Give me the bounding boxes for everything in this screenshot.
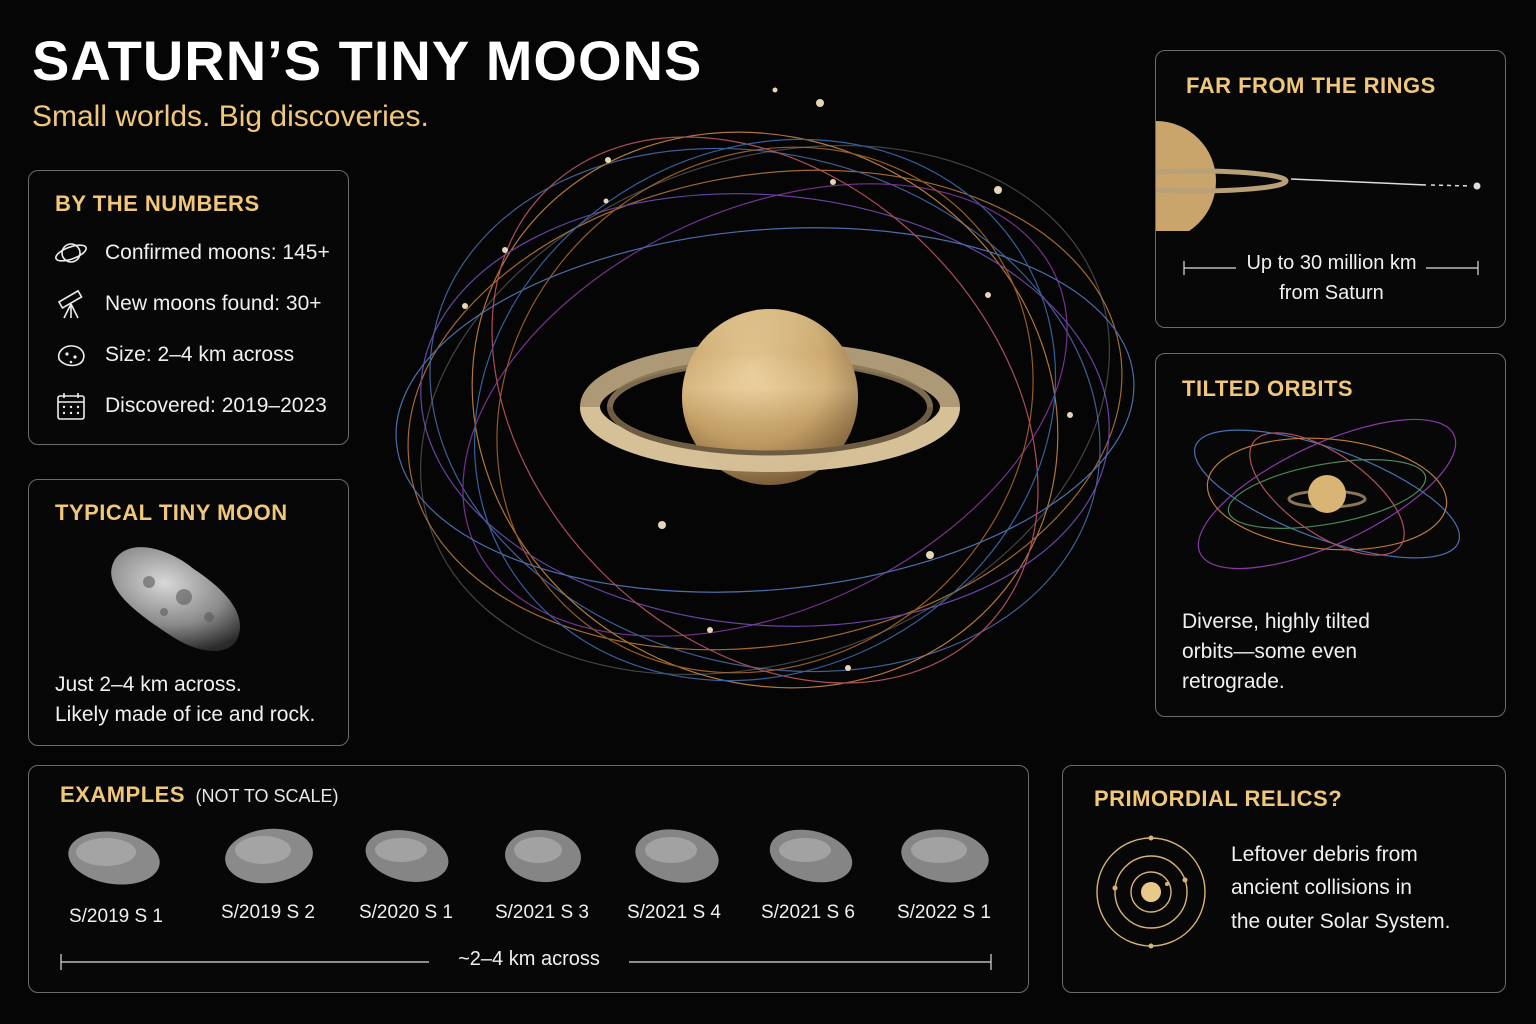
moon-dots (462, 87, 1073, 671)
far-from-rings-panel: FAR FROM THE RINGS Up to 30 million km f… (1155, 50, 1506, 328)
saturn-icon (55, 243, 87, 263)
relics-line-1: Leftover debris from (1231, 843, 1418, 866)
example-moon-label: S/2020 S 1 (358, 902, 454, 923)
examples-note: (NOT TO SCALE) (195, 786, 339, 806)
stat-row-discovered: Discovered: 2019–2023 (53, 388, 327, 424)
page-subtitle: Small worlds. Big discoveries. (32, 100, 429, 133)
example-moon-label: S/2021 S 3 (494, 902, 590, 923)
tilted-line-1: Diverse, highly tilted (1182, 610, 1370, 633)
example-moon-label: S/2019 S 1 (68, 906, 164, 927)
stat-label: Discovered: 2019–2023 (105, 394, 327, 417)
calendar-icon (57, 393, 85, 420)
typical-line-2: Likely made of ice and rock. (55, 703, 316, 726)
orbit-lines (395, 131, 1135, 689)
example-moon-6 (769, 829, 853, 883)
stat-label: Size: 2–4 km across (105, 343, 295, 366)
primordial-relics-panel: PRIMORDIAL RELICS? Leftover debris from … (1062, 765, 1506, 993)
typical-line-1: Just 2–4 km across. (55, 673, 242, 696)
example-moon-label: S/2021 S 4 (626, 902, 722, 923)
tilted-line-2: orbits—some even (1182, 640, 1358, 663)
example-moon-3 (365, 830, 449, 882)
page-title: SATURN’S TINY MOONS (32, 29, 703, 92)
saturn-planet (580, 309, 960, 485)
example-moon-label: S/2021 S 6 (760, 902, 856, 923)
example-moon-label: S/2022 S 1 (896, 902, 992, 923)
solar-system-icon (1096, 835, 1206, 949)
example-moon-5 (635, 829, 719, 883)
telescope-icon (57, 289, 83, 319)
example-moon-2 (225, 828, 313, 884)
stat-row-size: Size: 2–4 km across (53, 337, 294, 373)
example-moon-7 (901, 829, 989, 883)
panel-title: TILTED ORBITS (1182, 376, 1354, 401)
panel-title: TYPICAL TINY MOON (55, 500, 288, 525)
typical-moon-panel: TYPICAL TINY MOON Just 2–4 km across. Li… (28, 479, 349, 746)
example-moon-1 (68, 831, 160, 885)
examples-header: EXAMPLES (NOT TO SCALE) (60, 782, 339, 808)
tilted-orbits-panel: TILTED ORBITS Diverse, highly tilted orb… (1155, 353, 1506, 717)
relics-line-3: the outer Solar System. (1231, 910, 1451, 933)
stat-row-new: New moons found: 30+ (53, 286, 322, 322)
distance-line-1: Up to 30 million km (1246, 252, 1417, 274)
example-moon-4 (505, 829, 581, 883)
relics-line-2: ancient collisions in (1231, 876, 1412, 899)
distance-line-2: from Saturn (1279, 282, 1384, 304)
panel-title: BY THE NUMBERS (55, 191, 260, 216)
stat-row-confirmed: Confirmed moons: 145+ (53, 235, 330, 271)
moon-illustration (111, 547, 240, 651)
saturn-orbits-illustration (395, 87, 1135, 689)
examples-scale-label: ~2–4 km across (458, 948, 600, 970)
tilted-orbits-diagram (1193, 418, 1461, 570)
stat-label: Confirmed moons: 145+ (105, 241, 330, 264)
panel-title: FAR FROM THE RINGS (1186, 73, 1436, 98)
distance-diagram (1156, 121, 1481, 231)
examples-panel: EXAMPLES (NOT TO SCALE) S/2019 S 1 S/201… (28, 765, 1029, 993)
panel-title: PRIMORDIAL RELICS? (1094, 786, 1343, 811)
distance-scale-bar (1183, 261, 1479, 275)
rock-icon (57, 345, 85, 367)
example-moon-label: S/2019 S 2 (220, 902, 316, 923)
tilted-line-3: retrograde. (1182, 670, 1285, 693)
stat-label: New moons found: 30+ (105, 292, 322, 315)
by-the-numbers-panel: BY THE NUMBERS Confirmed moons: 145+ New… (28, 170, 349, 445)
examples-title: EXAMPLES (60, 782, 186, 807)
examples-scale-bar (60, 954, 992, 970)
